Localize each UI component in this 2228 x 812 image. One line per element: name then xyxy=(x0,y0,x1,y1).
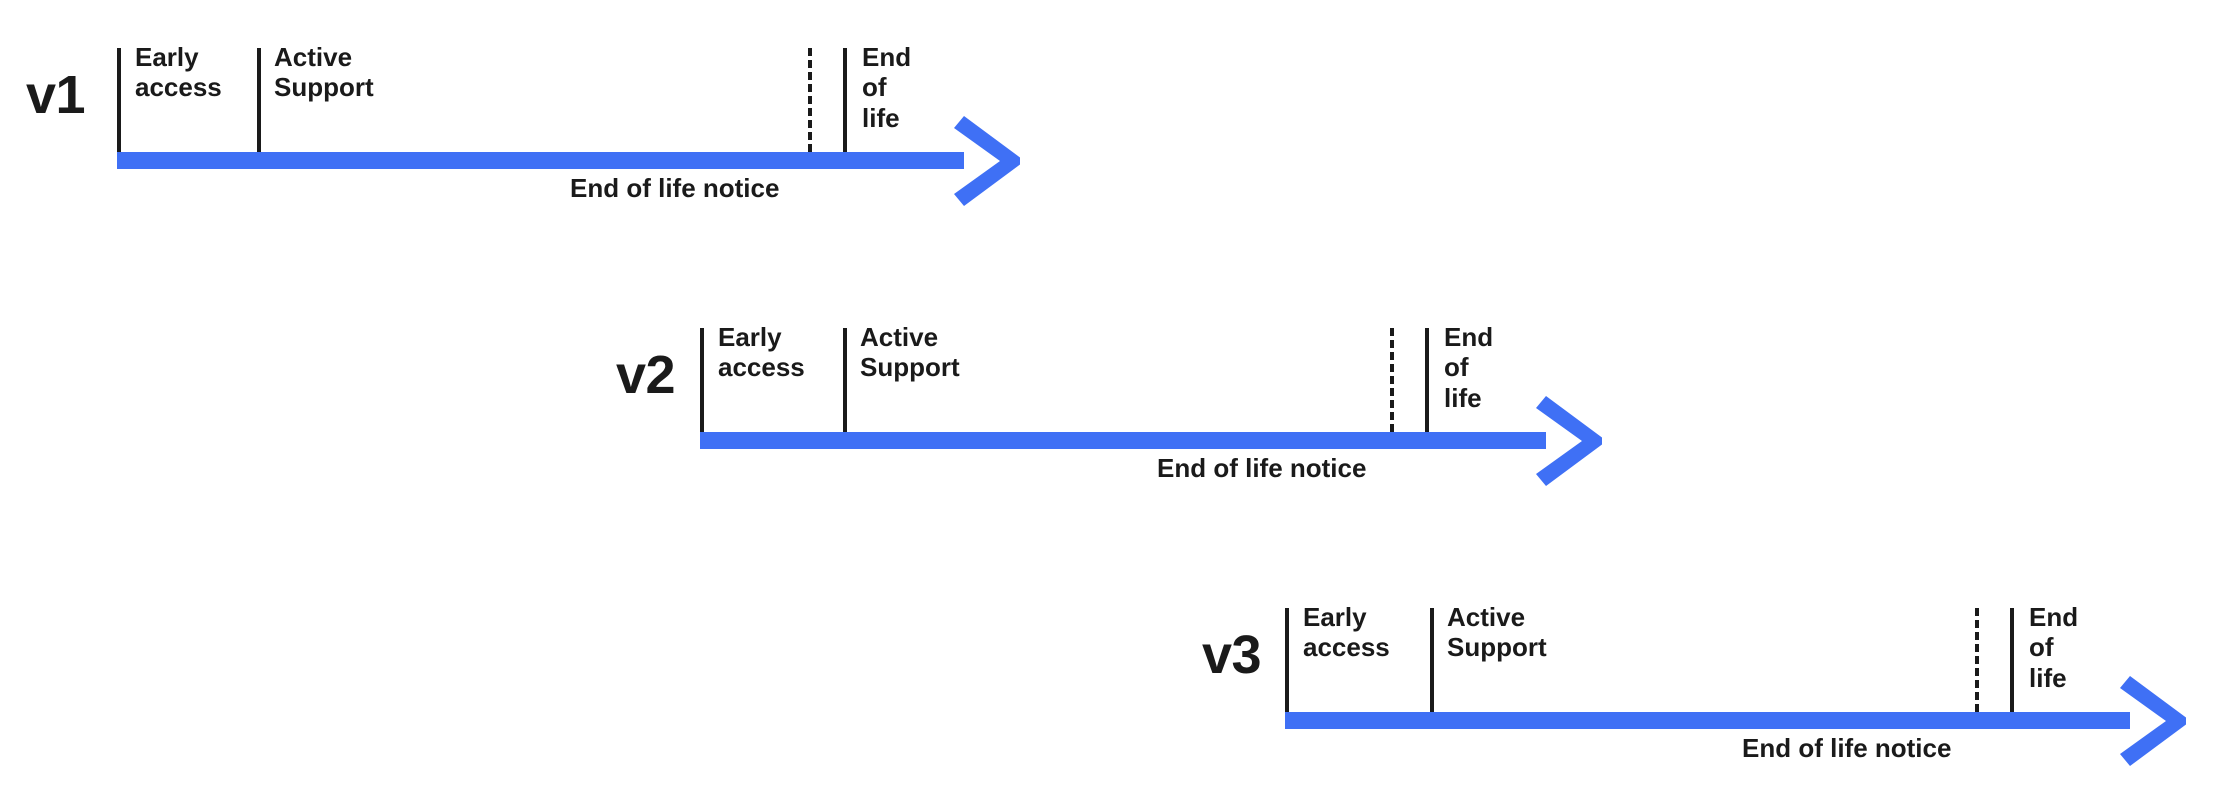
timeline-arrow-head-v1 xyxy=(954,112,1024,210)
phase-label-early-access-v2: Early access xyxy=(718,322,805,383)
divider-early-access-start-v3 xyxy=(1285,608,1289,712)
divider-early-access-start-v2 xyxy=(700,328,704,432)
divider-end-of-life-notice-v3 xyxy=(1975,608,1979,712)
divider-end-of-life-start-v1 xyxy=(843,48,847,152)
divider-active-support-start-v3 xyxy=(1430,608,1434,712)
end-of-life-notice-label-v1: End of life notice xyxy=(570,173,780,203)
phase-label-early-access-v3: Early access xyxy=(1303,602,1390,663)
phase-label-end-of-life-v1: End of life xyxy=(862,42,912,133)
version-label-v2: v2 xyxy=(616,345,676,405)
timeline-arrow-shaft-v1 xyxy=(117,152,964,169)
phase-label-active-support-v1: Active Support xyxy=(274,42,374,103)
divider-active-support-start-v2 xyxy=(843,328,847,432)
divider-end-of-life-start-v2 xyxy=(1425,328,1429,432)
timeline-arrow-shaft-v2 xyxy=(700,432,1546,449)
phase-label-early-access-v1: Early access xyxy=(135,42,222,103)
version-label-v3: v3 xyxy=(1202,625,1262,685)
version-label-v1: v1 xyxy=(26,65,86,125)
timeline-arrow-head-v2 xyxy=(1536,392,1606,490)
end-of-life-notice-label-v3: End of life notice xyxy=(1742,733,1952,763)
divider-end-of-life-notice-v1 xyxy=(808,48,812,152)
timeline-arrow-head-v3 xyxy=(2120,672,2190,770)
phase-label-active-support-v2: Active Support xyxy=(860,322,960,383)
phase-label-end-of-life-v2: End of life xyxy=(1444,322,1494,413)
divider-end-of-life-notice-v2 xyxy=(1390,328,1394,432)
end-of-life-notice-label-v2: End of life notice xyxy=(1157,453,1367,483)
divider-end-of-life-start-v3 xyxy=(2010,608,2014,712)
divider-early-access-start-v1 xyxy=(117,48,121,152)
phase-label-active-support-v3: Active Support xyxy=(1447,602,1547,663)
divider-active-support-start-v1 xyxy=(257,48,261,152)
timeline-arrow-shaft-v3 xyxy=(1285,712,2130,729)
phase-label-end-of-life-v3: End of life xyxy=(2029,602,2079,693)
